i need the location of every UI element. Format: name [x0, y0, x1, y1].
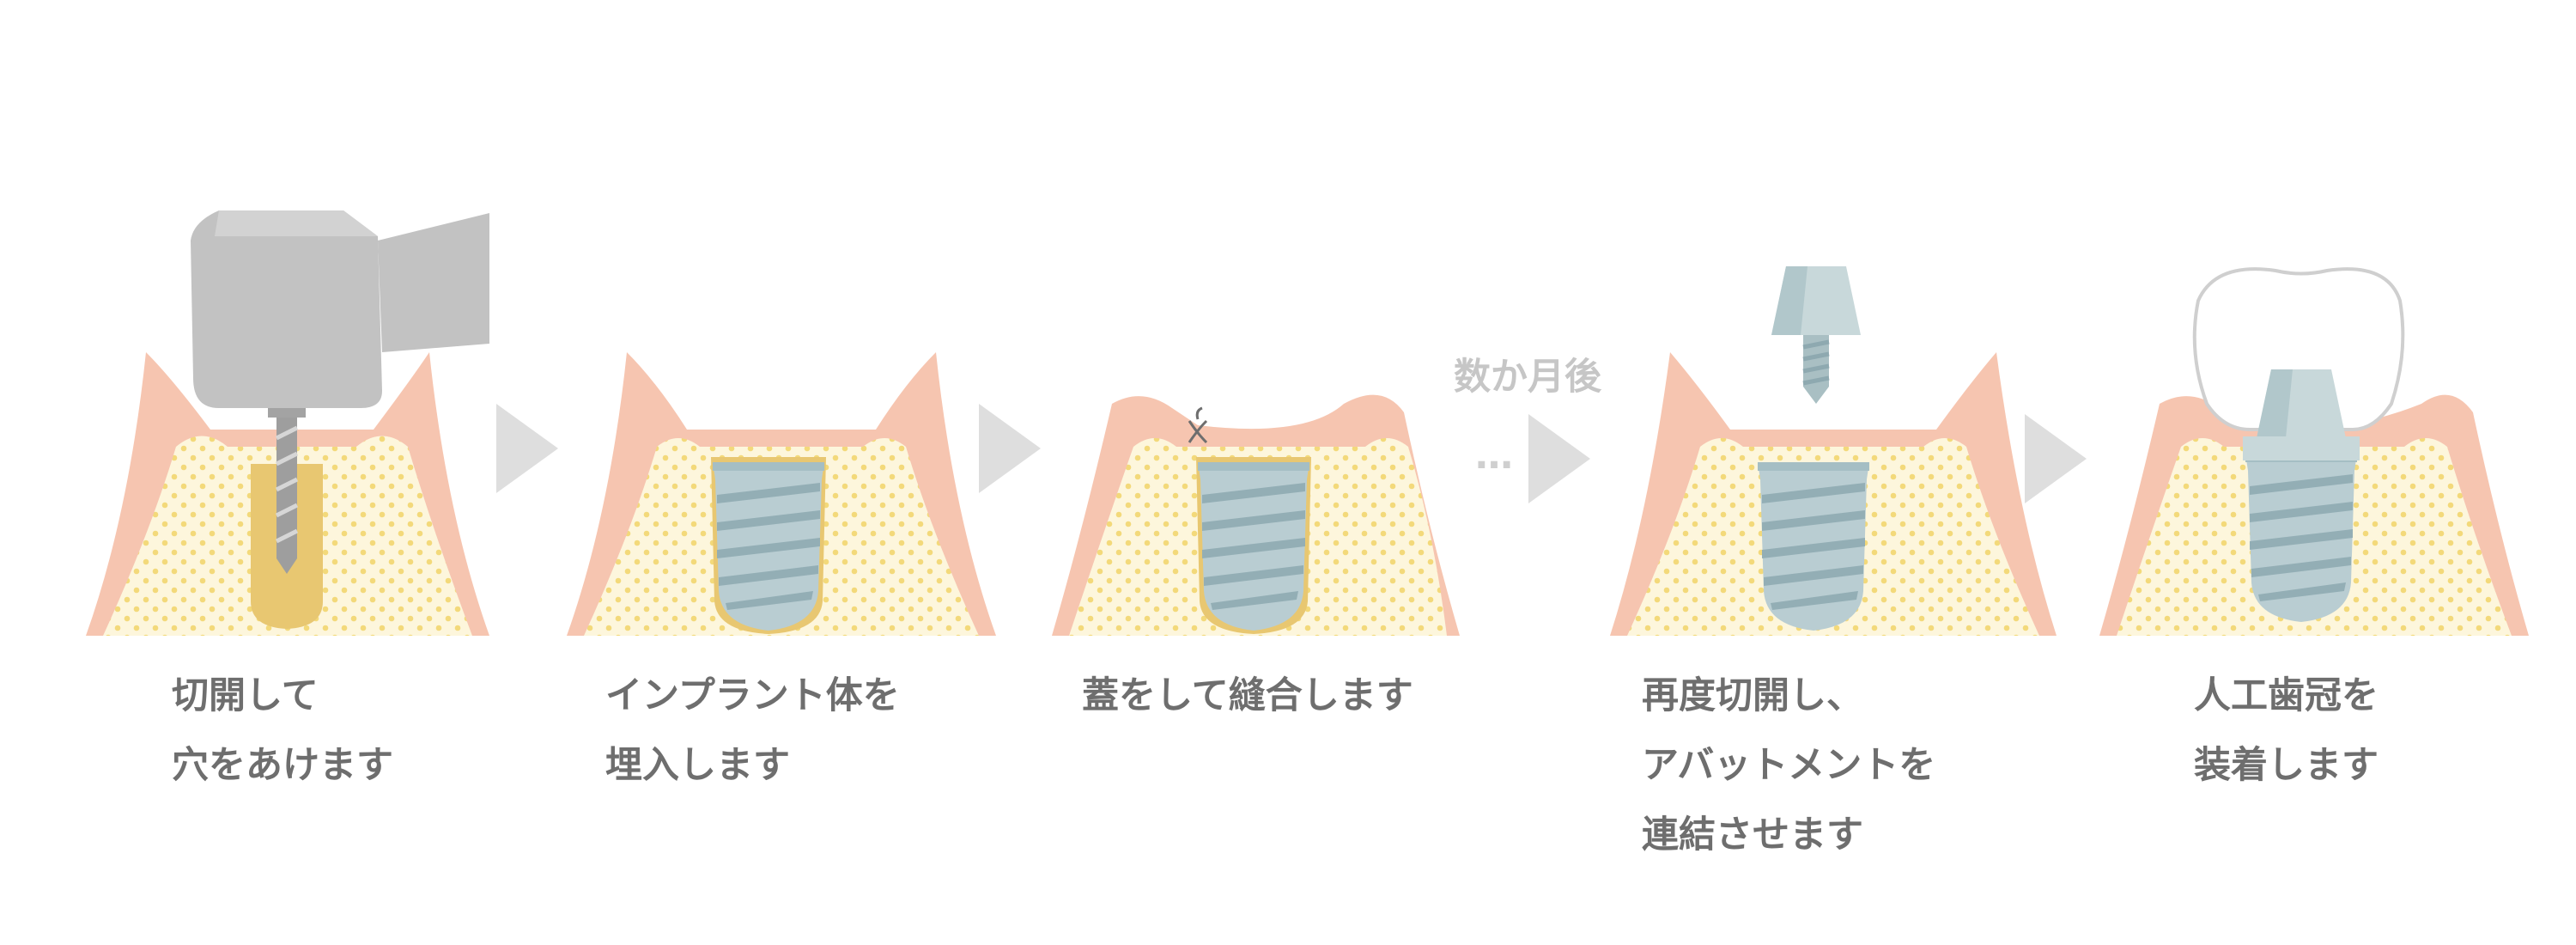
step-4-illustration [1610, 266, 2057, 636]
caption-line: 装着します [2194, 744, 2379, 787]
caption-line: インプラント体を [605, 674, 900, 717]
implant-fixture [1198, 462, 1309, 631]
step-5-caption: 人工歯冠を 装着します [2194, 662, 2379, 801]
drill-bit-flutes [275, 425, 299, 544]
caption-line: 人工歯冠を [2194, 674, 2379, 717]
step-arrow-3 [1528, 414, 1590, 503]
implant-fixture [713, 462, 824, 631]
step-3-illustration [1052, 394, 1460, 636]
step-1-caption: 切開して 穴をあけます [172, 662, 393, 801]
step-arrow-1 [496, 404, 558, 493]
caption-line: 再度切開し、 [1642, 674, 1863, 717]
drill-tip [276, 558, 297, 574]
implant-fixture [2245, 454, 2357, 622]
caption-line: 蓋をして縫合します [1082, 674, 1413, 717]
abutment-screw-thread [1802, 339, 1830, 386]
step-4-caption: 再度切開し、 アバットメントを 連結させます [1642, 662, 1935, 870]
suture-icon [1188, 406, 1208, 444]
step-1-illustration [86, 210, 489, 636]
caption-line: アバットメントを [1642, 744, 1936, 787]
abutment-collar [2243, 436, 2360, 460]
abutment [2257, 369, 2346, 438]
caption-line: 埋入します [605, 744, 790, 787]
abutment-screw-tip [1803, 387, 1829, 404]
artificial-crown [2192, 267, 2405, 431]
caption-line: 切開して [172, 674, 319, 717]
step-3-caption: 蓋をして縫合します [1082, 662, 1413, 731]
step-2-illustration [567, 352, 996, 636]
interval-label: 数か月後 [1454, 356, 1601, 399]
caption-line: 連結させます [1642, 814, 1863, 857]
step-5-illustration [2099, 267, 2529, 636]
step-arrow-2 [979, 404, 1041, 493]
step-2-caption: インプラント体を 埋入します [605, 662, 900, 801]
step-arrow-4 [2025, 414, 2087, 503]
implant-fixture [1758, 462, 1869, 631]
handpiece-icon [191, 210, 489, 408]
abutment [1771, 266, 1861, 335]
interval-dots: … [1475, 434, 1513, 478]
caption-line: 穴をあけます [172, 744, 393, 787]
